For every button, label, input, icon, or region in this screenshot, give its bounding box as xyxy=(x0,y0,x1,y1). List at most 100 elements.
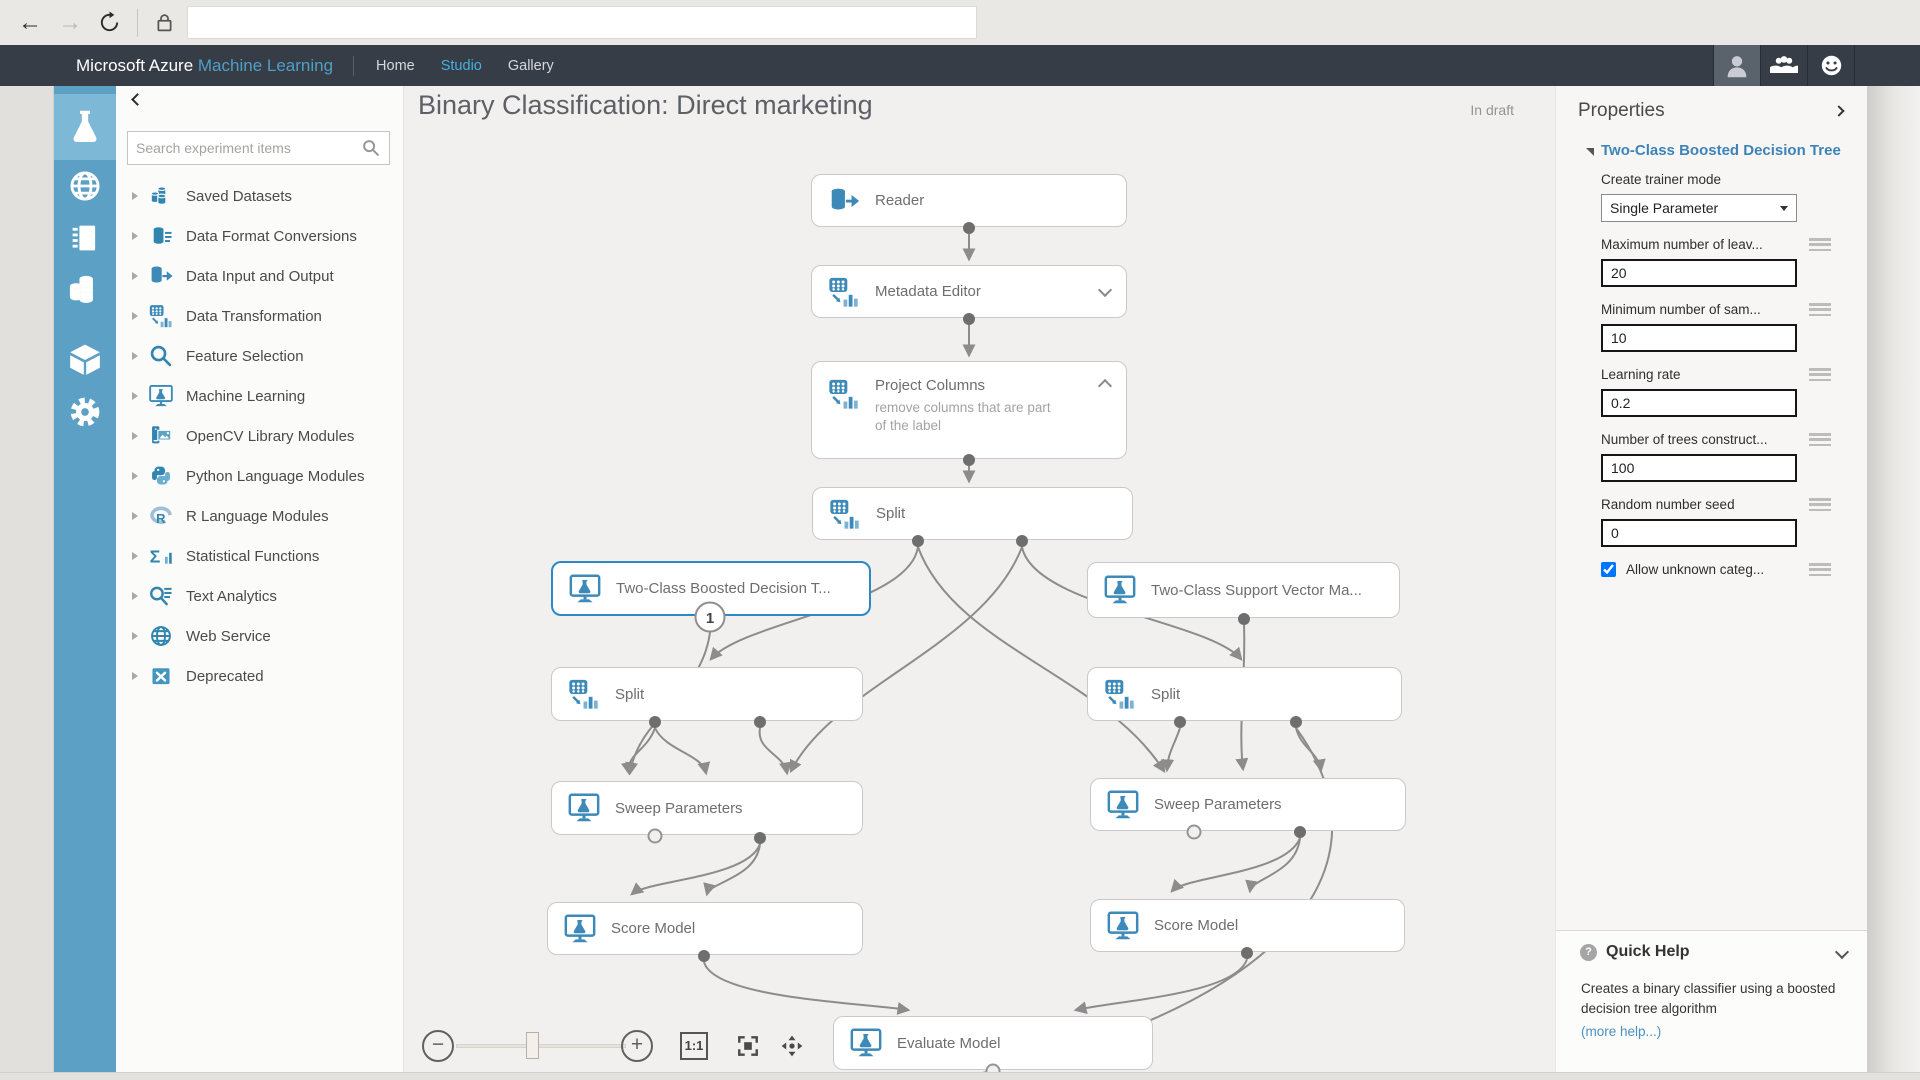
palette-item-text-analytics[interactable]: Text Analytics xyxy=(116,576,404,616)
field-max-leaves: Maximum number of leav... xyxy=(1601,237,1831,287)
notebook-icon xyxy=(67,220,103,256)
nav-studio[interactable]: Studio xyxy=(440,57,482,74)
browser-back-icon[interactable]: ← xyxy=(18,8,42,36)
grip-icon[interactable] xyxy=(1809,563,1831,576)
learning-rate-input[interactable] xyxy=(1601,389,1797,417)
zoom-slider[interactable] xyxy=(456,1044,626,1048)
palette-item-opencv[interactable]: OpenCV Library Modules xyxy=(116,416,404,456)
max-leaves-input[interactable] xyxy=(1601,259,1797,287)
node-metadata-editor[interactable]: Metadata Editor xyxy=(811,265,1127,318)
nav-settings[interactable] xyxy=(54,386,116,438)
palette-item-machine-learning[interactable]: Machine Learning xyxy=(116,376,404,416)
random-seed-input[interactable] xyxy=(1601,519,1797,547)
field-learning-rate: Learning rate xyxy=(1601,367,1831,417)
people-icon[interactable] xyxy=(1760,45,1807,86)
expander-icon[interactable] xyxy=(132,392,138,400)
chevron-right-icon[interactable] xyxy=(1833,104,1849,118)
nav-experiments[interactable] xyxy=(54,94,116,160)
avatar[interactable] xyxy=(1713,45,1760,86)
chevron-down-icon[interactable] xyxy=(1097,282,1113,297)
expander-icon[interactable] xyxy=(132,592,138,600)
node-reader[interactable]: Reader xyxy=(811,174,1127,227)
ml-icon xyxy=(567,791,601,825)
grip-icon[interactable] xyxy=(1809,433,1831,446)
smiley-feedback-icon[interactable] xyxy=(1807,45,1854,86)
search-input[interactable] xyxy=(128,140,361,156)
grip-icon[interactable] xyxy=(1809,368,1831,381)
zoom-out-button[interactable]: − xyxy=(422,1030,454,1062)
field-allow-unknown-categories: Allow unknown categ... xyxy=(1601,562,1831,577)
datasets-icon xyxy=(66,271,104,309)
number-of-trees-input[interactable] xyxy=(1601,454,1797,482)
node-score-model-left[interactable]: Score Model xyxy=(547,902,863,955)
palette-item-data-input-output[interactable]: Data Input and Output xyxy=(116,256,404,296)
fit-to-screen-button[interactable] xyxy=(734,1032,762,1060)
node-score-model-right[interactable]: Score Model xyxy=(1090,899,1405,952)
expander-icon[interactable] xyxy=(132,192,138,200)
node-sweep-parameters-left[interactable]: Sweep Parameters xyxy=(551,781,863,835)
expander-icon[interactable] xyxy=(132,552,138,560)
nav-notebooks[interactable] xyxy=(54,212,116,264)
browser-forward-icon[interactable]: → xyxy=(58,8,82,36)
expander-icon[interactable] xyxy=(132,312,138,320)
min-samples-input[interactable] xyxy=(1601,324,1797,352)
expander-icon[interactable] xyxy=(132,352,138,360)
node-split-right[interactable]: Split xyxy=(1087,667,1402,721)
allow-unknown-checkbox[interactable] xyxy=(1601,562,1616,577)
zoom-slider-handle[interactable] xyxy=(526,1032,539,1059)
properties-fields: Create trainer mode Single Parameter Max… xyxy=(1601,172,1831,577)
expander-icon[interactable] xyxy=(132,232,138,240)
expander-icon[interactable] xyxy=(132,632,138,640)
node-split-left[interactable]: Split xyxy=(551,667,863,721)
ml-icon xyxy=(1103,573,1137,607)
grip-icon[interactable] xyxy=(1809,303,1831,316)
palette-item-feature-selection[interactable]: Feature Selection xyxy=(116,336,404,376)
expander-icon[interactable] xyxy=(132,272,138,280)
nav-gallery[interactable]: Gallery xyxy=(507,57,554,74)
collapse-palette-icon[interactable] xyxy=(130,93,144,106)
palette-item-data-transformation[interactable]: Data Transformation xyxy=(116,296,404,336)
browser-refresh-icon[interactable] xyxy=(98,11,121,34)
node-sweep-parameters-right[interactable]: Sweep Parameters xyxy=(1090,778,1406,831)
palette-item-saved-datasets[interactable]: Saved Datasets xyxy=(116,176,404,216)
nav-trained-models[interactable] xyxy=(54,334,116,386)
select-caret-icon xyxy=(1780,205,1788,211)
palette-item-r-language[interactable]: R Language Modules xyxy=(116,496,404,536)
data-format-icon xyxy=(148,223,174,249)
zoom-in-button[interactable]: + xyxy=(621,1030,653,1062)
node-evaluate-model[interactable]: Evaluate Model xyxy=(833,1016,1153,1070)
palette-item-deprecated[interactable]: Deprecated xyxy=(116,656,404,696)
python-icon xyxy=(148,463,174,489)
header-actions xyxy=(1713,45,1887,86)
palette-item-statistical-functions[interactable]: Statistical Functions xyxy=(116,536,404,576)
trainer-mode-select[interactable]: Single Parameter xyxy=(1601,194,1797,222)
flask-icon xyxy=(65,107,105,147)
chevron-down-icon[interactable] xyxy=(1834,944,1850,960)
node-split-top[interactable]: Split xyxy=(812,487,1133,540)
nav-web-services[interactable] xyxy=(54,160,116,212)
properties-section-header[interactable]: Two-Class Boosted Decision Tree xyxy=(1586,142,1841,159)
more-help-link[interactable]: (more help...) xyxy=(1581,1023,1662,1039)
palette-item-data-format-conversions[interactable]: Data Format Conversions xyxy=(116,216,404,256)
palette-item-python[interactable]: Python Language Modules xyxy=(116,456,404,496)
address-bar[interactable] xyxy=(187,6,977,39)
expander-icon[interactable] xyxy=(132,512,138,520)
palette-item-web-service[interactable]: Web Service xyxy=(116,616,404,656)
grip-icon[interactable] xyxy=(1809,498,1831,511)
pan-button[interactable] xyxy=(778,1032,806,1060)
node-two-class-support-vector-machine[interactable]: Two-Class Support Vector Ma... xyxy=(1087,562,1400,618)
expander-icon[interactable] xyxy=(132,432,138,440)
ml-icon xyxy=(849,1026,883,1060)
left-margin xyxy=(0,86,54,1072)
zoom-reset-button[interactable]: 1:1 xyxy=(680,1032,708,1060)
chevron-up-icon[interactable] xyxy=(1097,378,1113,394)
nav-home[interactable]: Home xyxy=(376,57,415,74)
grip-icon[interactable] xyxy=(1809,238,1831,251)
node-project-columns[interactable]: Project Columns remove columns that are … xyxy=(811,361,1127,459)
nav-datasets[interactable] xyxy=(54,264,116,316)
node-two-class-boosted-decision-tree[interactable]: Two-Class Boosted Decision T... xyxy=(551,561,871,616)
ml-icon xyxy=(568,572,602,606)
expander-icon[interactable] xyxy=(132,672,138,680)
expander-icon[interactable] xyxy=(132,472,138,480)
experiment-canvas[interactable]: Binary Classification: Direct marketing … xyxy=(404,86,1555,1072)
